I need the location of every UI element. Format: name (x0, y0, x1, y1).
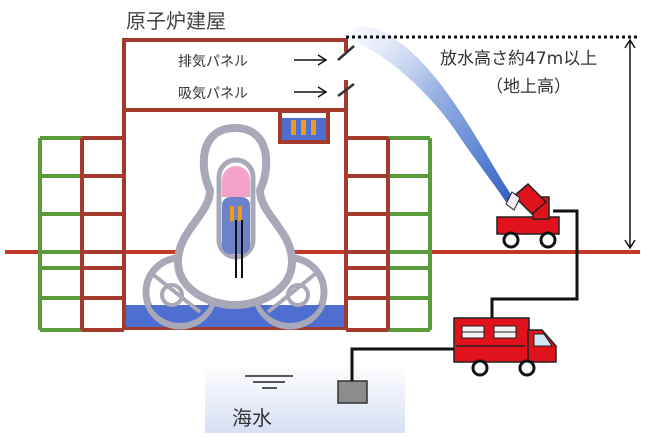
right-scaffold (388, 136, 432, 332)
intake-hose (350, 347, 458, 381)
fire-pump-truck (453, 317, 557, 377)
height-dimension-arrow (624, 38, 636, 250)
left-scaffold (38, 136, 82, 332)
supply-hose (490, 209, 579, 343)
spent-fuel-pool (278, 109, 330, 144)
sea-water-label: 海水 (232, 406, 272, 430)
blowout-panels (337, 45, 355, 97)
water-surface-icon (245, 375, 293, 389)
spray-height-label: 放水高さ約47m以上 (440, 49, 597, 69)
intake-panel-label: 吸気パネル (178, 86, 248, 102)
panel-arrows (294, 54, 328, 98)
sea-water-area (205, 365, 405, 433)
water-cannon-vehicle (496, 182, 560, 249)
exhaust-panel-label: 排気パネル (178, 54, 248, 70)
water-spray (347, 26, 512, 202)
spray-height-note: （地上高） (486, 77, 571, 97)
containment-vessel (126, 123, 344, 330)
building-title: 原子炉建屋 (126, 9, 226, 33)
reactor-building (80, 38, 390, 332)
pump-icon (337, 380, 368, 404)
